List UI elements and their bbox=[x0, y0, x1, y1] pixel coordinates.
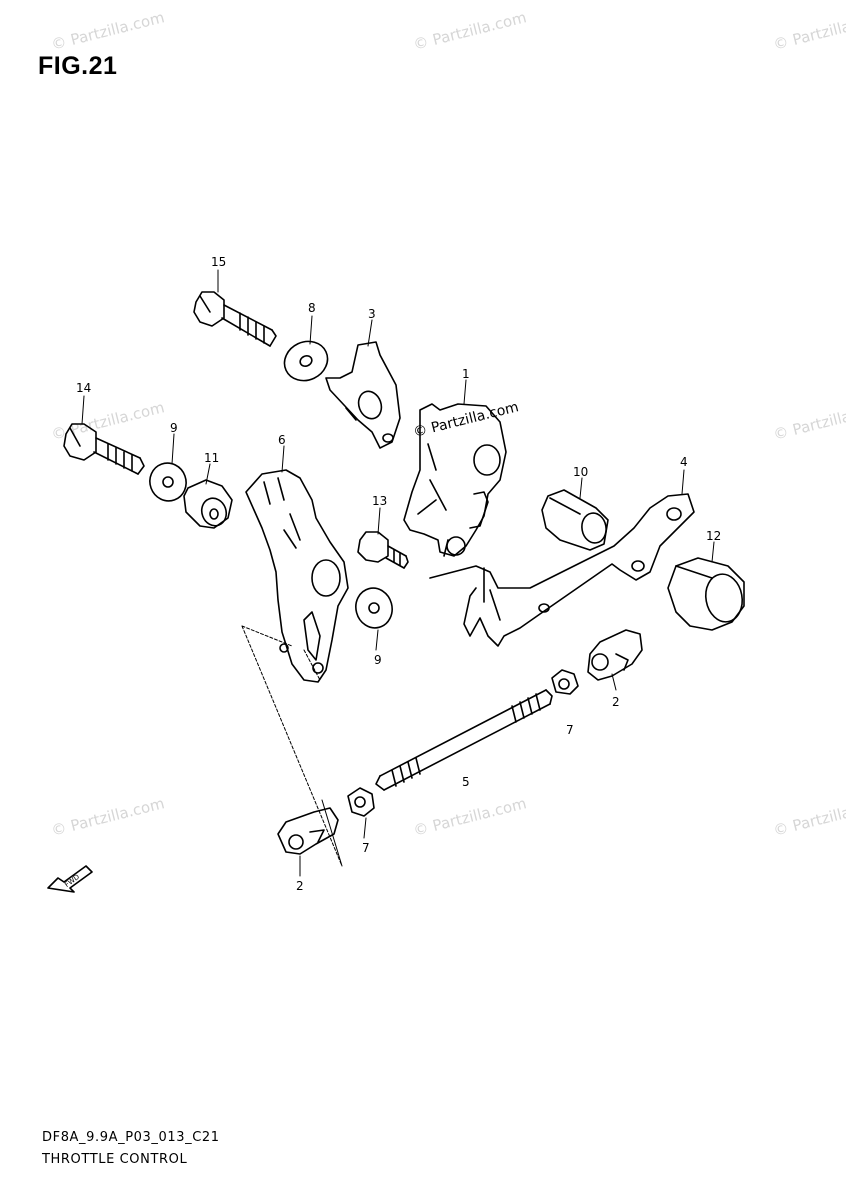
part-13-bolt[interactable] bbox=[357, 531, 409, 569]
callout-8: 8 bbox=[308, 301, 316, 315]
part-12-bushing[interactable] bbox=[667, 557, 746, 631]
callout-2-upper: 2 bbox=[612, 695, 620, 709]
part-6-lever-arm[interactable] bbox=[245, 469, 349, 683]
callout-4: 4 bbox=[680, 455, 688, 469]
figure-code: DF8A_9.9A_P03_013_C21 bbox=[42, 1130, 220, 1145]
part-5-threaded-rod[interactable] bbox=[375, 689, 553, 791]
callout-7-lower: 7 bbox=[362, 841, 370, 855]
callout-9-lower: 9 bbox=[374, 653, 382, 667]
callout-14: 14 bbox=[76, 381, 91, 395]
callout-15: 15 bbox=[211, 255, 226, 269]
assembly-guide-line bbox=[321, 799, 343, 867]
part-11-bushing[interactable] bbox=[183, 479, 233, 529]
part-8-washer[interactable] bbox=[278, 334, 334, 387]
part-4-link-rod[interactable] bbox=[429, 493, 695, 647]
assembly-guide-line bbox=[241, 625, 343, 867]
callout-3: 3 bbox=[368, 307, 376, 321]
callout-7-upper: 7 bbox=[566, 723, 574, 737]
part-7-nut-upper[interactable] bbox=[551, 669, 579, 695]
callout-12: 12 bbox=[706, 529, 721, 543]
callout-6: 6 bbox=[278, 433, 286, 447]
callout-9-upper: 9 bbox=[170, 421, 178, 435]
part-3-bracket[interactable] bbox=[325, 341, 401, 449]
part-2-rod-end-upper[interactable] bbox=[587, 629, 643, 681]
forward-arrow-icon: FWD bbox=[47, 865, 93, 893]
callout-11: 11 bbox=[204, 451, 219, 465]
callouts: 15 8 3 1 14 9 11 6 10 4 13 12 9 2 7 5 7 … bbox=[76, 255, 721, 893]
leader-lines bbox=[81, 269, 715, 877]
part-2-rod-end-lower[interactable] bbox=[277, 807, 339, 855]
part-9-washer-upper[interactable] bbox=[145, 458, 192, 506]
figure-title: FIG.21 bbox=[38, 52, 118, 80]
part-7-nut-lower[interactable] bbox=[347, 787, 375, 817]
part-14-bolt[interactable] bbox=[63, 423, 145, 475]
callout-2-lower: 2 bbox=[296, 879, 304, 893]
callout-5: 5 bbox=[462, 775, 470, 789]
callout-1: 1 bbox=[462, 367, 470, 381]
part-9-washer-lower[interactable] bbox=[351, 584, 396, 632]
callout-13: 13 bbox=[372, 494, 387, 508]
callout-10: 10 bbox=[573, 465, 588, 479]
figure-caption: THROTTLE CONTROL bbox=[42, 1152, 188, 1167]
part-10-collar[interactable] bbox=[541, 489, 609, 551]
part-15-bolt[interactable] bbox=[193, 291, 277, 347]
part-1-lever[interactable] bbox=[403, 403, 507, 557]
